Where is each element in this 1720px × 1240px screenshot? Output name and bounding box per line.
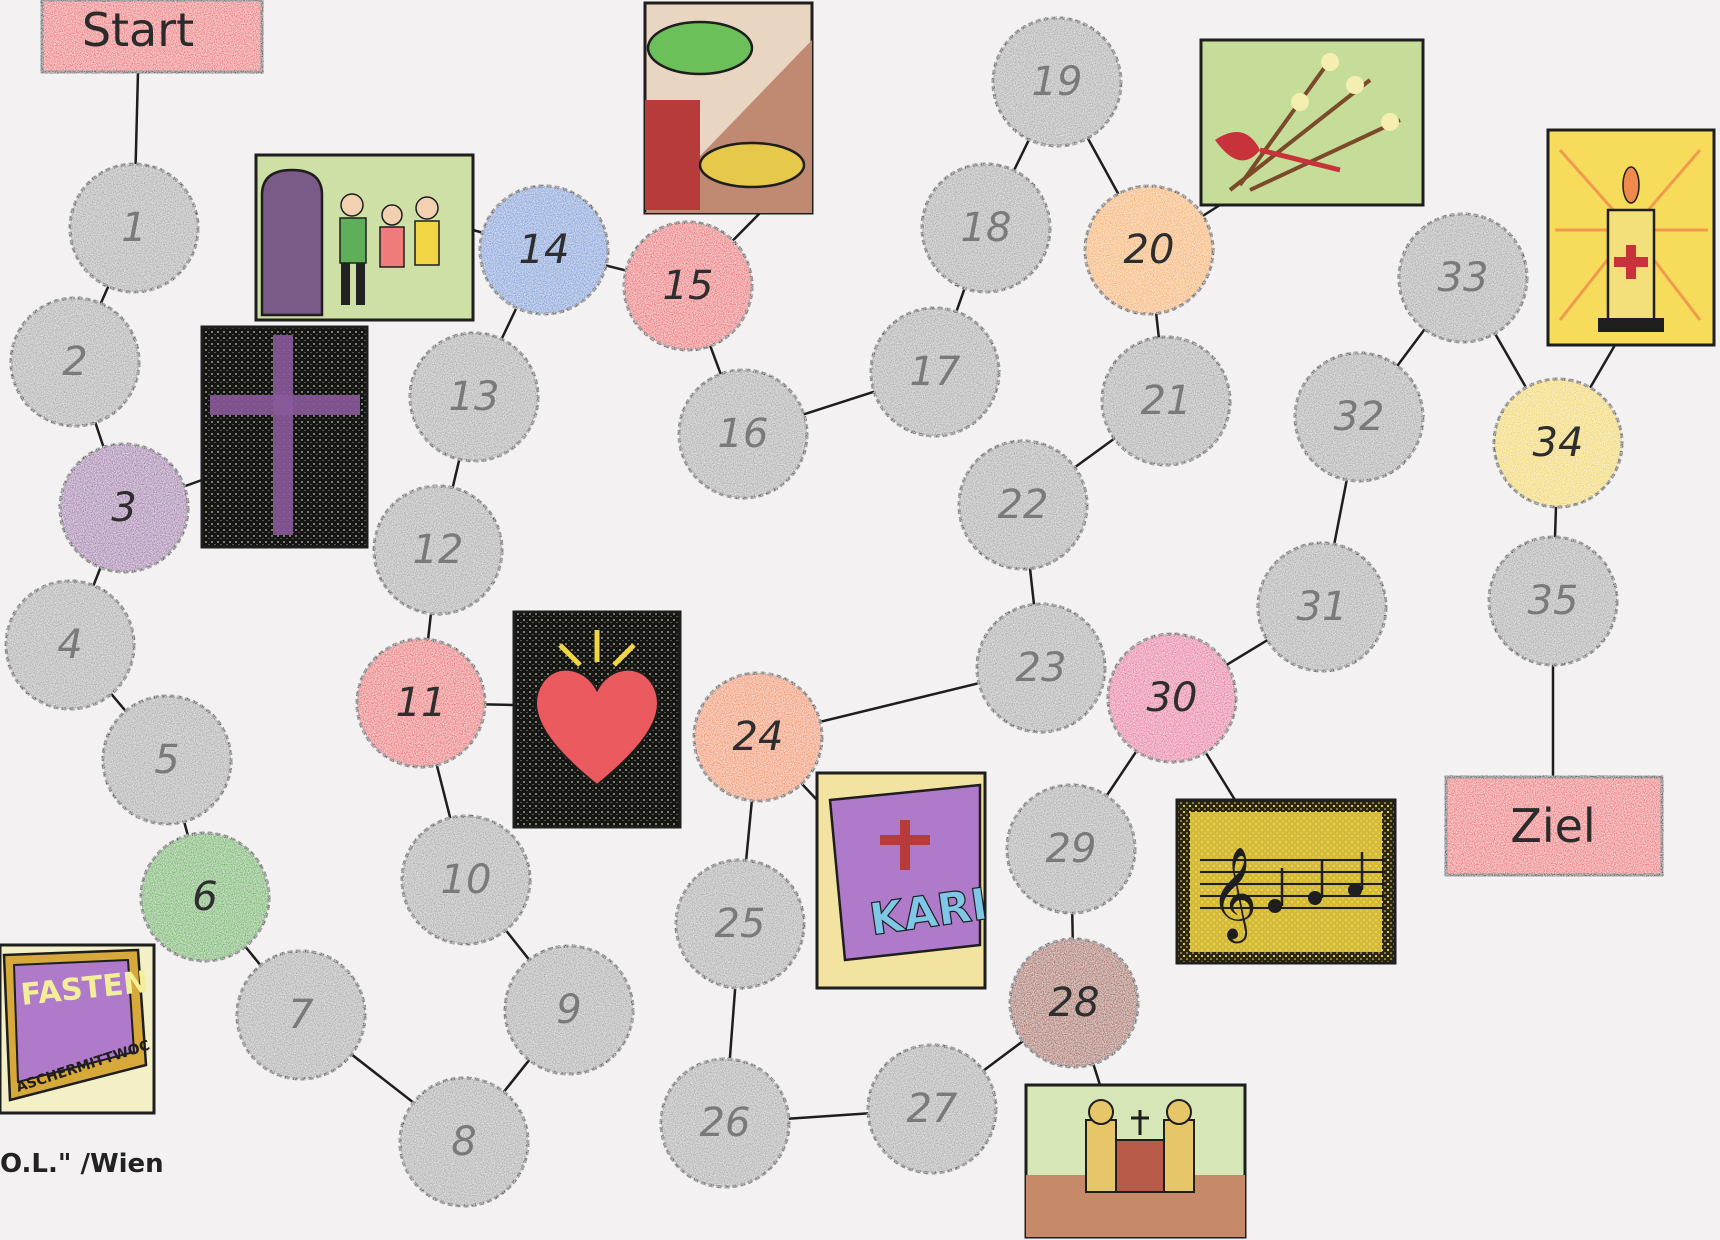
field-30: 30 [1108,634,1236,762]
field-10: 10 [402,816,530,944]
field-27: 27 [868,1045,996,1173]
field-34: 34 [1494,379,1622,507]
field-number: 1 [121,205,146,251]
field-5: 5 [103,696,231,824]
field-23: 23 [977,604,1105,732]
field-number: 27 [907,1086,958,1132]
field-number: 20 [1124,227,1175,273]
field-26: 26 [661,1059,789,1187]
field-33: 33 [1399,214,1527,342]
field-31: 31 [1258,543,1386,671]
svg-text:𝄞: 𝄞 [1210,846,1257,943]
start-label: Start [82,3,194,57]
field-16: 16 [679,370,807,498]
field-number: 7 [288,992,314,1038]
ash-wednesday-calendar-picture: FASTEN ASCHERMITTWOC [0,945,154,1113]
field-number: 29 [1046,826,1097,872]
field-number: 34 [1533,420,1584,466]
field-number: 6 [192,874,217,920]
easter-candle-picture [1548,130,1714,345]
field-29: 29 [1007,785,1135,913]
field-number: 2 [62,339,87,385]
field-7: 7 [237,951,365,1079]
field-20: 20 [1085,186,1213,314]
field-number: 30 [1147,675,1198,721]
field-15: 15 [624,222,752,350]
field-number: 23 [1016,645,1067,691]
field-22: 22 [959,441,1087,569]
good-friday-calendar-picture: KARI [817,773,991,988]
field-28: 28 [1010,939,1138,1067]
heart-picture [514,612,680,827]
field-13: 13 [410,333,538,461]
field-number: 4 [57,622,82,668]
field-number: 17 [910,349,961,395]
field-2: 2 [11,298,139,426]
field-number: 32 [1334,394,1385,440]
field-number: 9 [556,987,581,1033]
field-number: 35 [1528,578,1579,624]
field-number: 22 [998,482,1049,528]
field-number: 18 [961,205,1012,251]
field-32: 32 [1295,353,1423,481]
music-notes-picture: 𝄞 [1177,800,1395,963]
field-number: 15 [663,263,714,309]
field-number: 13 [449,374,500,420]
field-14: 14 [480,186,608,314]
field-6: 6 [141,833,269,961]
credit-text: O.L." /Wien [0,1149,164,1179]
field-number: 3 [111,485,136,531]
field-number: 21 [1141,378,1192,424]
field-number: 5 [154,737,179,783]
field-number: 14 [519,227,570,273]
field-number: 26 [700,1100,751,1146]
field-number: 25 [715,901,766,947]
field-12: 12 [374,486,502,614]
cross-picture [202,327,367,547]
church-door-children-picture [256,155,473,320]
field-number: 8 [451,1119,476,1165]
field-number: 31 [1297,584,1348,630]
goal-box: Ziel [1446,777,1662,875]
field-17: 17 [871,308,999,436]
field-3: 3 [60,444,188,572]
field-21: 21 [1102,337,1230,465]
field-18: 18 [922,164,1050,292]
field-8: 8 [400,1078,528,1206]
field-number: 16 [718,411,769,457]
field-number: 12 [413,527,464,573]
field-number: 24 [733,714,784,760]
field-number: 11 [396,680,447,726]
bowls-picture [645,3,812,213]
palm-catkins-picture [1201,40,1423,205]
church-picture [1026,1085,1245,1237]
start-box: Start [42,0,262,72]
field-1: 1 [70,164,198,292]
field-25: 25 [676,860,804,988]
field-number: 33 [1438,255,1489,301]
field-number: 28 [1049,980,1100,1026]
field-24: 24 [694,673,822,801]
field-11: 11 [357,639,485,767]
field-19: 19 [993,18,1121,146]
goal-label: Ziel [1510,799,1595,853]
field-number: 10 [441,857,492,903]
field-4: 4 [6,581,134,709]
field-9: 9 [505,946,633,1074]
field-number: 19 [1032,59,1083,105]
field-35: 35 [1489,537,1617,665]
